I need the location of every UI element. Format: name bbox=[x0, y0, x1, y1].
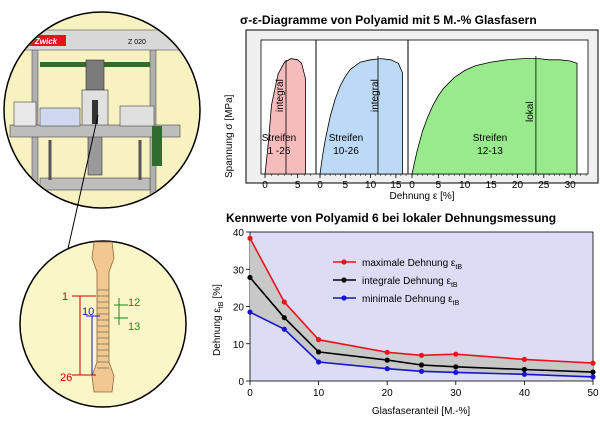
specimen bbox=[91, 241, 115, 393]
marker-13: 13 bbox=[128, 321, 140, 333]
top-xtick-label-1-3: 15 bbox=[390, 180, 402, 191]
bottom-ytick-label-2: 20 bbox=[233, 303, 245, 314]
series-point-2 bbox=[384, 357, 390, 363]
stress-strain-chart: σ-ε-Diagramme von Polyamid mit 5 M.-% Gl… bbox=[224, 13, 599, 202]
series-point-3 bbox=[316, 359, 322, 365]
tensile-machine-illustration: Zwick Z 020 bbox=[3, 11, 201, 408]
legend-marker-1 bbox=[341, 259, 347, 265]
series-point-3 bbox=[521, 371, 528, 377]
panel-mode-label-3: lokal bbox=[525, 101, 536, 122]
top-xtick-label-0-0: 0 bbox=[262, 180, 268, 191]
top-xtick-label-1-0: 0 bbox=[317, 180, 323, 191]
top-chart-title: σ-ε-Diagramme von Polyamid mit 5 M.-% Gl… bbox=[240, 13, 537, 27]
legend-marker-3 bbox=[341, 295, 347, 301]
series-point-1 bbox=[247, 235, 253, 241]
series-line-3 bbox=[249, 311, 594, 378]
series-point-1 bbox=[453, 351, 459, 357]
series-point-1 bbox=[281, 299, 287, 305]
series-point-3 bbox=[590, 374, 596, 380]
panel-mode-label-2: integral bbox=[370, 79, 381, 112]
bottom-xtick-label-4: 40 bbox=[519, 388, 531, 399]
scatter-band bbox=[250, 238, 593, 377]
bottom-ytick-label-0: 0 bbox=[238, 377, 244, 388]
bottom-xtick-label-1: 10 bbox=[313, 388, 325, 399]
marker-1: 1 bbox=[62, 291, 68, 303]
series-point-3 bbox=[453, 369, 459, 376]
series-point-2 bbox=[453, 364, 459, 370]
curve-area-2 bbox=[319, 58, 403, 175]
top-xlabel: Dehnung ε [%] bbox=[389, 191, 454, 202]
bottom-xtick-label-2: 20 bbox=[382, 388, 394, 399]
legend-label-2: integrale Dehnung εtB bbox=[362, 276, 458, 289]
series-point-3 bbox=[247, 309, 253, 315]
series-point-2 bbox=[247, 274, 253, 281]
top-xtick-label-2-6: 30 bbox=[565, 180, 577, 191]
curve-area-1 bbox=[264, 58, 306, 175]
series-line-1 bbox=[249, 237, 594, 364]
legend-label-3: minimale Dehnung εtB bbox=[362, 294, 460, 307]
zoom-line bbox=[64, 114, 99, 263]
series-point-3 bbox=[384, 366, 390, 372]
marker-12: 12 bbox=[128, 297, 140, 309]
series-point-1 bbox=[590, 360, 596, 366]
top-xtick-label-2-4: 20 bbox=[512, 180, 524, 191]
top-xtick-label-2-1: 5 bbox=[436, 180, 442, 191]
top-xtick-label-1-2: 10 bbox=[365, 180, 377, 191]
series-point-3 bbox=[281, 326, 287, 332]
characteristic-values-chart: Kennwerte von Polyamid 6 bei lokaler Deh… bbox=[212, 211, 599, 417]
bottom-xtick-label-5: 50 bbox=[587, 388, 599, 399]
zwick-logo-text: Zwick bbox=[34, 37, 58, 46]
series-point-2 bbox=[521, 366, 528, 373]
top-xtick-label-2-3: 15 bbox=[486, 180, 498, 191]
marker-10: 10 bbox=[82, 306, 94, 318]
top-ylabel: Spannung σ [MPa] bbox=[224, 94, 235, 178]
top-xtick-label-2-2: 10 bbox=[459, 180, 471, 191]
series-point-2 bbox=[590, 369, 596, 375]
top-xtick-label-1-1: 5 bbox=[343, 180, 349, 191]
bottom-xtick-label-3: 30 bbox=[450, 388, 462, 399]
bottom-ytick-label-4: 40 bbox=[233, 228, 245, 239]
bottom-ylabel: Dehnung εtB[%] bbox=[212, 284, 225, 356]
series-point-1 bbox=[384, 349, 390, 355]
top-xtick-label-2-5: 25 bbox=[538, 180, 550, 191]
bottom-xlabel: Glasfaseranteil [M.-%] bbox=[372, 406, 471, 417]
legend-label-1: maximale Dehnung εtB bbox=[362, 258, 462, 271]
machine-model: Z 020 bbox=[128, 39, 146, 46]
bottom-ytick-label-3: 30 bbox=[233, 265, 245, 276]
legend-marker-2 bbox=[341, 277, 347, 283]
series-point-2 bbox=[418, 362, 425, 368]
series-point-1 bbox=[521, 356, 528, 362]
bottom-chart-title: Kennwerte von Polyamid 6 bei lokaler Deh… bbox=[226, 211, 556, 225]
series-point-3 bbox=[418, 368, 425, 374]
series-line-2 bbox=[249, 276, 594, 373]
series-point-1 bbox=[316, 337, 322, 343]
bottom-ytick-label-1: 10 bbox=[233, 340, 245, 351]
top-xtick-label-2-0: 0 bbox=[409, 180, 415, 191]
bottom-xtick-label-0: 0 bbox=[247, 388, 253, 399]
zwick-logo bbox=[26, 35, 66, 46]
series-point-2 bbox=[281, 315, 287, 321]
panel-mode-label-1: integral bbox=[275, 79, 286, 112]
marker-26: 26 bbox=[60, 372, 72, 384]
top-xtick-label-0-1: 5 bbox=[295, 180, 301, 191]
series-point-1 bbox=[418, 352, 425, 358]
series-point-2 bbox=[316, 349, 322, 355]
